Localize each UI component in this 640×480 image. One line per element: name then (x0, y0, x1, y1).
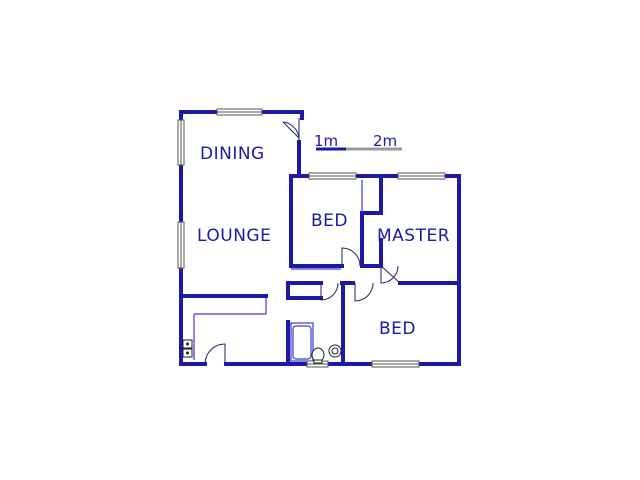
scale-label-2m: 2m (373, 132, 397, 150)
basin-icon (328, 344, 342, 358)
scale-bar: 1m 2m (314, 132, 402, 151)
scale-label-1m: 1m (314, 132, 338, 150)
room-label-lounge: LOUNGE (197, 226, 271, 246)
room-label-bed1: BED (311, 211, 348, 231)
kitchen-sink-icon (182, 339, 193, 358)
window-bed2-bottom (371, 360, 420, 368)
window-lounge-left (177, 221, 185, 269)
toilet-icon (311, 347, 325, 364)
door-dining (282, 118, 300, 142)
door-bed1 (341, 247, 361, 267)
room-label-master: MASTER (377, 226, 450, 246)
interior-lines (193, 180, 363, 362)
window-dining-left (177, 119, 185, 166)
walls (179, 110, 461, 366)
windows (177, 108, 446, 368)
room-label-dining: DINING (200, 144, 265, 164)
window-dining-top (216, 108, 263, 116)
doors (204, 118, 401, 365)
bathtub (290, 322, 314, 362)
window-bed1-top (308, 172, 357, 180)
door-bath (320, 282, 339, 301)
door-master (380, 265, 401, 284)
room-label-bed2: BED (379, 319, 416, 339)
door-bed2 (354, 282, 374, 302)
window-master-top (397, 172, 446, 180)
door-kitchen (204, 343, 226, 365)
